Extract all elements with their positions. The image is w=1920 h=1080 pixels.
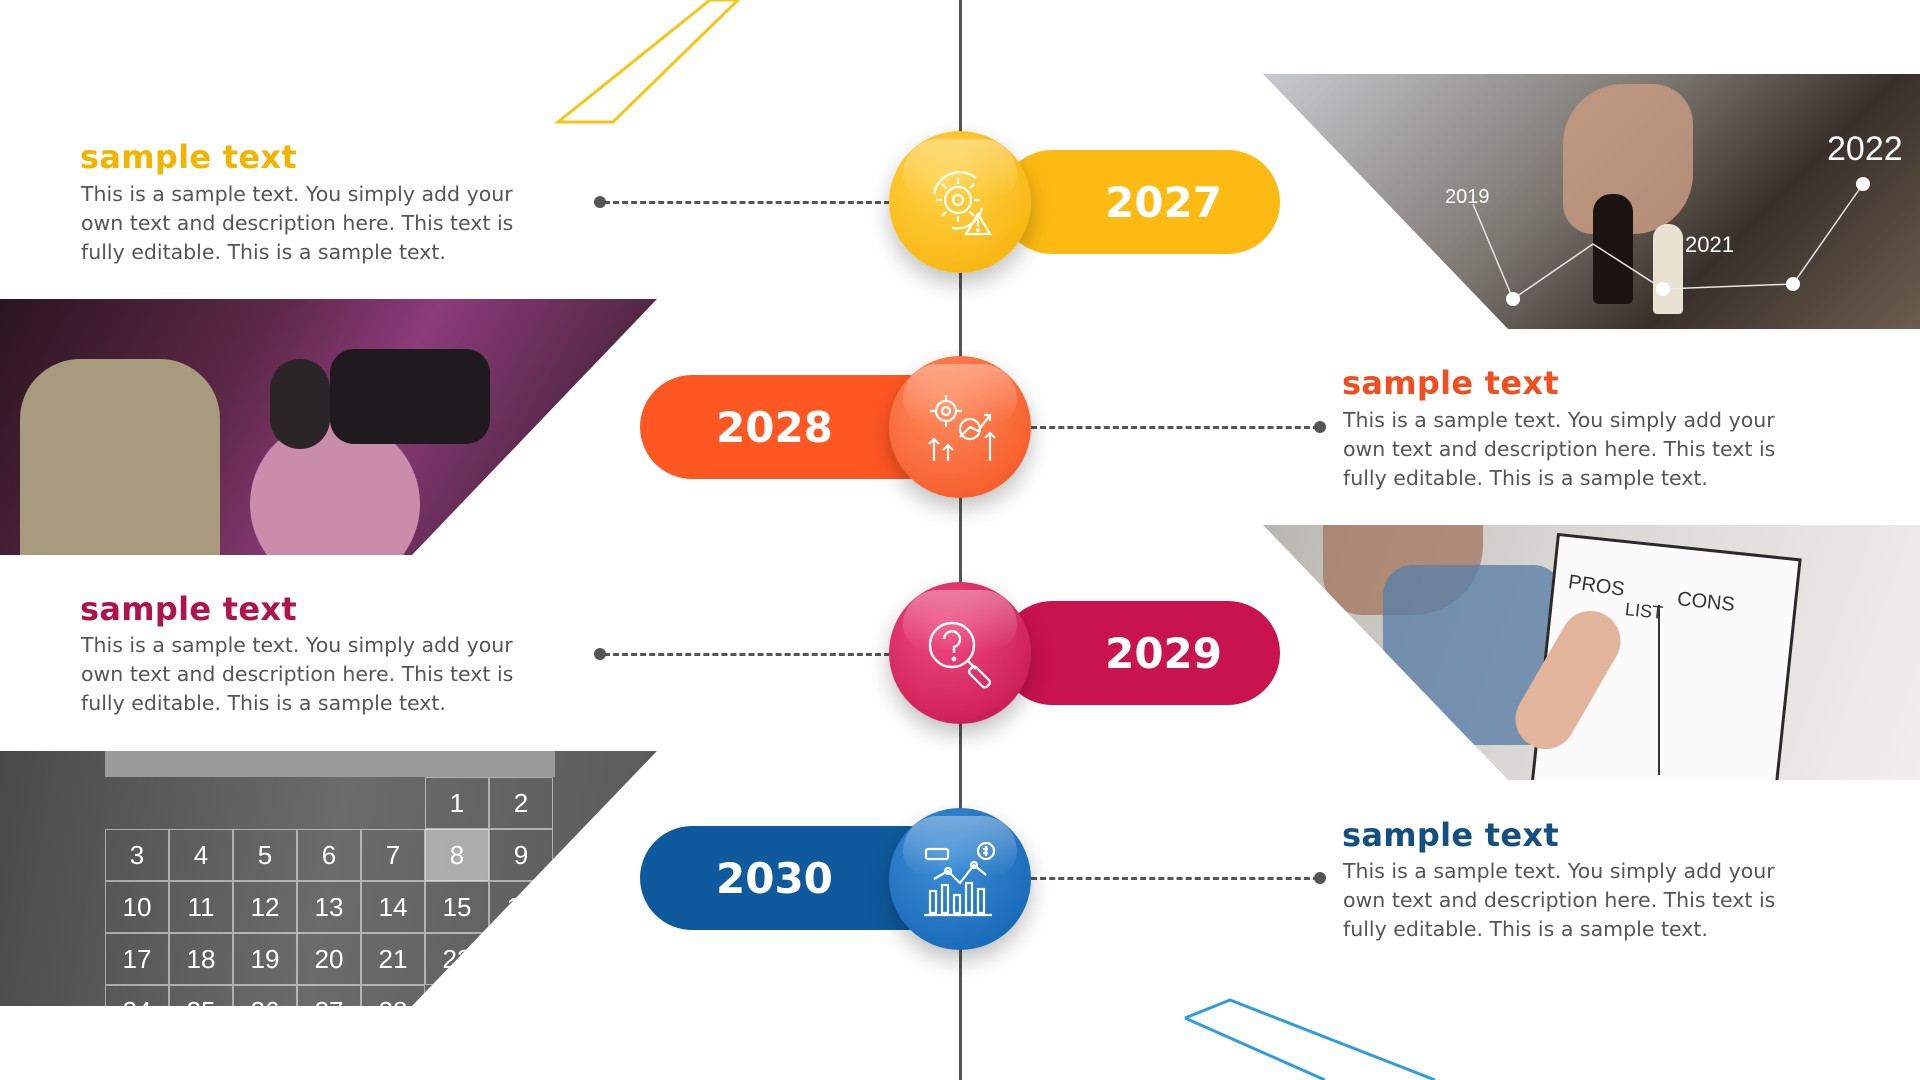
year-node-2030 (889, 808, 1031, 950)
connector-dot (594, 648, 606, 660)
calendar-day: 2 (489, 777, 553, 829)
question-magnifier-icon (928, 621, 992, 689)
connector-line (604, 653, 890, 656)
year-pill-2027: 2027 (1000, 150, 1280, 254)
calendar-day: 12 (233, 881, 297, 933)
calendar-day: 24 (105, 985, 169, 1006)
item-2-description: This is a sample text. You simply add yo… (1343, 408, 1776, 490)
item-4-description: This is a sample text. You simply add yo… (1343, 859, 1776, 941)
connector-line (604, 201, 890, 204)
calendar-day: 28 (361, 985, 425, 1006)
calendar-day: 3 (105, 829, 169, 881)
photo-pros-cons: PROS LIST CONS (1263, 525, 1920, 780)
item-4-title: sample text (1342, 816, 1559, 854)
calendar-day: 18 (169, 933, 233, 985)
chess-label-2022: 2022 (1827, 130, 1903, 168)
calendar-day: 11 (169, 881, 233, 933)
calendar-day: 15 (425, 881, 489, 933)
connector-dot (1314, 421, 1326, 433)
photo-calendar: 1234567891011121314151617181920212224252… (0, 751, 657, 1006)
connector-line (1031, 877, 1319, 880)
year-pill-2029: 2029 (1000, 601, 1280, 705)
photo-vr-headset (0, 299, 657, 555)
decor-blue-stroke (1184, 998, 1436, 1080)
calendar-day: 8 (425, 829, 489, 881)
decor-yellow-stroke (553, 0, 741, 124)
year-node-2027 (889, 131, 1031, 273)
calendar-day: 5 (233, 829, 297, 881)
year-node-2029 (889, 582, 1031, 724)
calendar-day: 6 (297, 829, 361, 881)
calendar-day: 26 (233, 985, 297, 1006)
item-1-title: sample text (80, 138, 297, 176)
item-2-title: sample text (1342, 364, 1559, 402)
year-label: 2029 (1105, 628, 1222, 678)
calendar-day: 4 (169, 829, 233, 881)
item-3-title: sample text (80, 590, 297, 628)
connector-line (1031, 426, 1319, 429)
year-label: 2028 (716, 402, 833, 452)
gear-growth-icon (928, 395, 996, 461)
calendar-day: 27 (297, 985, 361, 1006)
calendar-day: 17 (105, 933, 169, 985)
calendar-day: 19 (233, 933, 297, 985)
chess-label-2019: 2019 (1445, 186, 1490, 208)
photo-chess-growth: 2019 2021 2022 (1263, 74, 1920, 329)
calendar-day: 21 (361, 933, 425, 985)
calendar-day: 10 (105, 881, 169, 933)
year-node-2028 (889, 356, 1031, 498)
calendar-day: 13 (297, 881, 361, 933)
gear-warning-icon (932, 171, 992, 236)
item-1-description: This is a sample text. You simply add yo… (81, 182, 514, 264)
calendar-grid: 1234567891011121314151617181920212224252… (105, 777, 555, 1006)
calendar-day: 25 (169, 985, 233, 1006)
calendar-day: 7 (361, 829, 425, 881)
analytics-chart-icon (924, 841, 996, 917)
connector-dot (594, 196, 606, 208)
timeline-spine (959, 0, 962, 1080)
year-label: 2030 (716, 853, 833, 903)
year-label: 2027 (1105, 177, 1222, 227)
calendar-day: 9 (489, 829, 553, 881)
calendar-day: 20 (297, 933, 361, 985)
chess-label-2021: 2021 (1685, 232, 1734, 257)
calendar-day: 22 (425, 933, 489, 985)
item-3-description: This is a sample text. You simply add yo… (81, 633, 514, 715)
calendar-day: 16 (489, 881, 553, 933)
list-label: LIST (1624, 599, 1665, 623)
connector-dot (1314, 872, 1326, 884)
calendar-day: 14 (361, 881, 425, 933)
calendar-day: 1 (425, 777, 489, 829)
